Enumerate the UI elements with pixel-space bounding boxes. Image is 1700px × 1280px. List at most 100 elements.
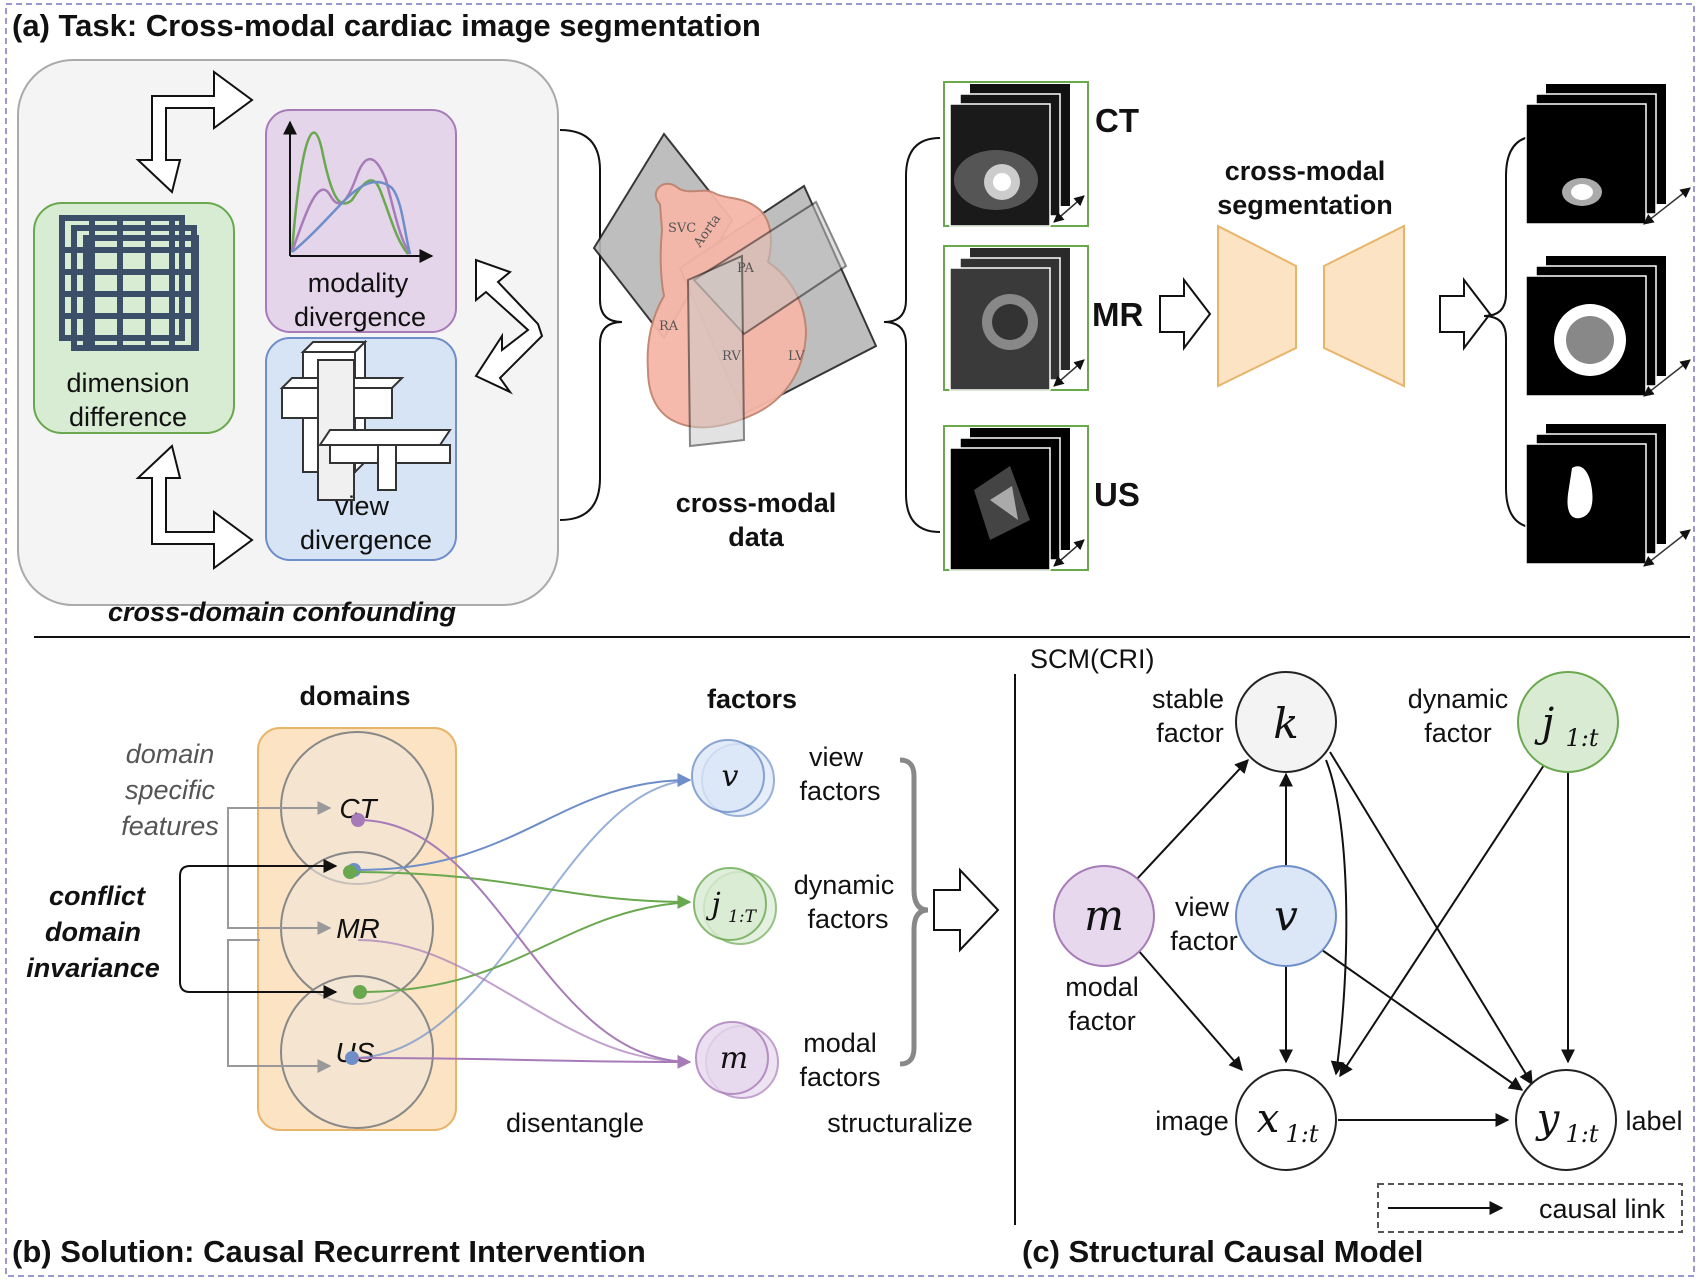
brace-outputs <box>1483 135 1539 529</box>
bent-arrow-bottom <box>135 444 254 570</box>
factor-j-subscript: 1:T <box>728 907 758 927</box>
factors-brace <box>899 757 929 1067</box>
outer-frame <box>5 3 1695 1277</box>
decoder-trapezoid <box>1323 224 1405 388</box>
node-v-label-1: view <box>1175 892 1230 922</box>
node-j-label-1: dynamic <box>1408 684 1509 714</box>
heart-label-rv: RV <box>722 349 741 364</box>
mask-stack-us <box>1525 424 1691 567</box>
node-v-symbol: v <box>1274 891 1298 940</box>
factor-label-dynamic-1: dynamic <box>794 870 895 900</box>
factor-label-dynamic-2: factors <box>807 904 888 934</box>
factor-label-view-2: factors <box>799 776 880 806</box>
factor-j: j 1:T <box>693 867 777 945</box>
node-v-label-2: factor <box>1170 926 1238 956</box>
brace-confounding <box>559 129 623 521</box>
arrow-to-segmentation <box>1159 277 1212 351</box>
causal-edges <box>1135 751 1575 1127</box>
confounding-caption: cross-domain confounding <box>108 597 457 627</box>
modality-us: US <box>1094 476 1140 513</box>
node-x: x 1:t <box>1235 1069 1337 1171</box>
mask-stack-mr <box>1525 256 1691 397</box>
conflict-1: conflict <box>49 881 146 911</box>
disentangle-curves <box>349 773 692 1069</box>
view-divergence-label: divergence <box>300 525 432 555</box>
disentangle-label: disentangle <box>506 1108 644 1138</box>
dimension-difference-box: dimension difference <box>33 202 235 434</box>
node-y: y 1:t <box>1515 1069 1617 1171</box>
node-y-sub: 1:t <box>1566 1120 1599 1148</box>
dimension-label: dimension <box>66 368 189 398</box>
segmentation-caption-1: cross-modal <box>1225 156 1386 186</box>
domains-header: domains <box>299 681 410 711</box>
data-caption-1: cross-modal <box>676 488 837 518</box>
panel-a-title: (a) Task: Cross-modal cardiac image segm… <box>12 8 761 43</box>
domain-specific-3: features <box>121 811 219 841</box>
structuralize-arrow <box>933 867 1000 953</box>
conflict-2: domain <box>45 917 141 947</box>
factor-v: v <box>691 739 775 817</box>
node-v: v <box>1235 865 1337 967</box>
factors-header: factors <box>707 684 797 714</box>
difference-label: difference <box>69 402 187 432</box>
heart-slicing-figure: SVC Aorta PA RA RV LV <box>592 132 878 448</box>
node-x-label: image <box>1155 1106 1229 1136</box>
heart-label-svc: SVC <box>668 221 696 236</box>
view-label: view <box>335 491 390 521</box>
modality-label: modality <box>308 268 409 298</box>
mr-image-stack <box>943 245 1089 391</box>
domain-mr: MR <box>336 913 380 944</box>
node-j-label-2: factor <box>1424 718 1492 748</box>
domain-specific-1: domain <box>126 739 215 769</box>
node-m-label-1: modal <box>1065 972 1139 1002</box>
node-x-sub: 1:t <box>1286 1120 1319 1148</box>
factor-label-view-1: view <box>809 742 864 772</box>
domain-circles <box>280 731 434 1129</box>
modality-mr: MR <box>1092 296 1143 333</box>
heart-label-ra: RA <box>659 319 679 334</box>
orthogonal-planes-icon <box>279 339 452 501</box>
node-k: k <box>1235 671 1337 773</box>
modality-divergence-box: modality divergence <box>265 109 457 333</box>
brace-modalities <box>883 137 941 533</box>
domain-specific-2: specific <box>125 775 216 805</box>
node-k-symbol: k <box>1273 699 1298 748</box>
arrow-from-segmentation <box>1439 277 1492 351</box>
factor-label-modal-1: modal <box>803 1028 877 1058</box>
encoder-trapezoid <box>1217 224 1297 388</box>
segmentation-caption-2: segmentation <box>1217 190 1393 220</box>
factor-m-symbol: m <box>720 1041 748 1076</box>
heart-label-pa: PA <box>737 261 755 276</box>
modality-ct: CT <box>1095 102 1139 139</box>
bent-arrow-right <box>474 258 544 395</box>
legend-label: causal link <box>1539 1194 1666 1224</box>
data-caption-2: data <box>728 522 785 552</box>
view-divergence-box: view divergence <box>265 337 457 561</box>
node-m-symbol: m <box>1084 891 1124 940</box>
panel-b-title: (b) Solution: Causal Recurrent Intervent… <box>12 1234 646 1269</box>
node-k-label-2: factor <box>1156 718 1224 748</box>
panel-c-title: (c) Structural Causal Model <box>1022 1234 1423 1269</box>
distribution-plot-icon <box>283 120 434 263</box>
us-image-stack <box>943 425 1089 571</box>
heart-label-lv: LV <box>788 349 805 364</box>
node-j: j 1:t <box>1517 671 1619 773</box>
invariance-bracket <box>179 865 338 999</box>
scm-label: SCM(CRI) <box>1030 644 1154 674</box>
node-x-symbol: x <box>1257 1096 1280 1142</box>
node-k-label-1: stable <box>1152 684 1224 714</box>
bent-arrows <box>135 70 544 570</box>
factor-m: m <box>695 1021 779 1099</box>
domain-specific-arrows <box>227 801 332 1073</box>
node-m: m <box>1053 865 1155 967</box>
node-y-label: label <box>1625 1106 1682 1136</box>
mask-stack-ct <box>1525 84 1691 225</box>
structuralize-label: structuralize <box>827 1108 973 1138</box>
conflict-3: invariance <box>26 953 160 983</box>
node-j-sub: 1:t <box>1566 724 1599 752</box>
factor-label-modal-2: factors <box>799 1062 880 1092</box>
modality-divergence-label: divergence <box>294 302 426 332</box>
factor-v-symbol: v <box>722 759 739 794</box>
legend: causal link <box>1377 1183 1683 1233</box>
